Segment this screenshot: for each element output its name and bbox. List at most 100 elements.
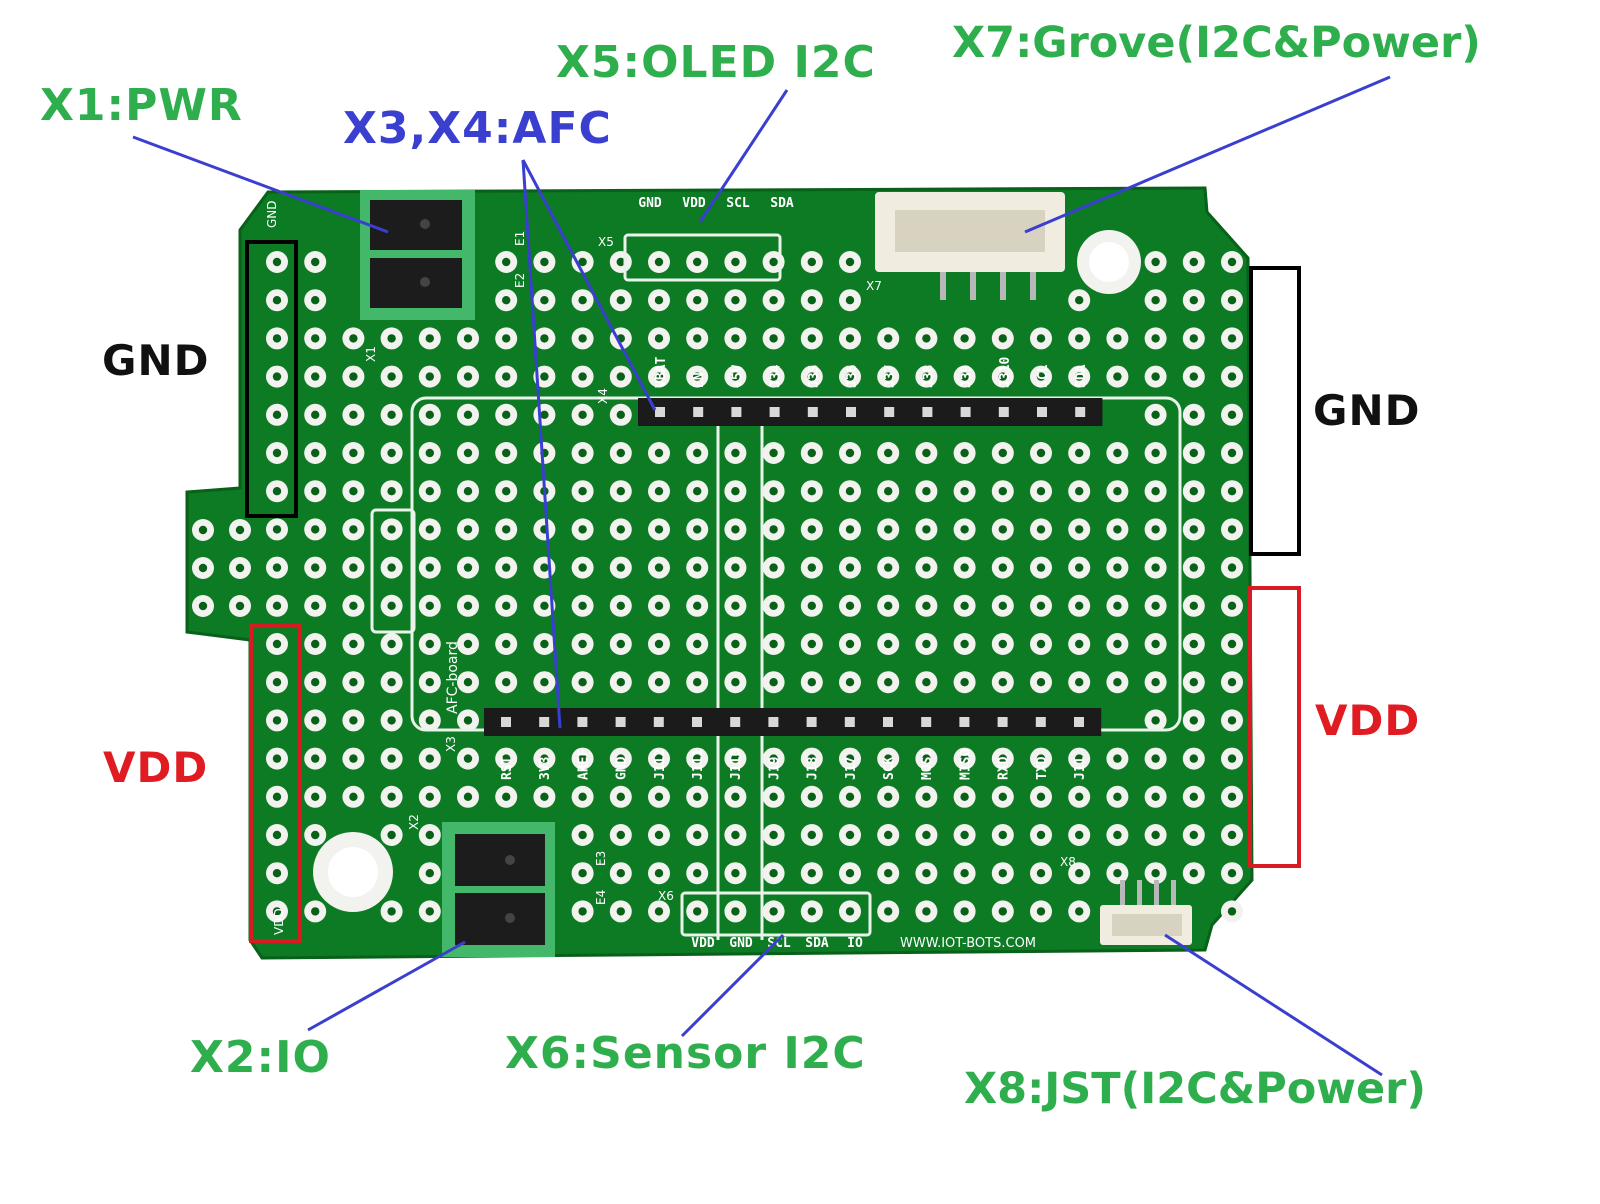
- header-pin: [806, 717, 817, 727]
- perf-pad-hole: [960, 639, 969, 649]
- perf-pad-hole: [1151, 525, 1160, 534]
- perf-pad-hole: [693, 334, 702, 343]
- ref-x4: X4: [596, 388, 610, 404]
- perf-pad-hole: [807, 334, 816, 343]
- x8-jst-connector: [1100, 880, 1192, 945]
- pin-label: SCL: [1036, 364, 1051, 388]
- perf-pad-hole: [922, 372, 931, 381]
- perf-pad-hole: [769, 372, 778, 381]
- perf-pad-hole: [1075, 678, 1084, 687]
- x7-grove-connector: [875, 192, 1065, 300]
- perf-pad-hole: [922, 830, 931, 840]
- perf-pad-hole: [540, 334, 549, 343]
- perf-pad-hole: [198, 525, 208, 535]
- perf-pad-hole: [425, 448, 434, 458]
- perf-pad-hole: [998, 754, 1007, 763]
- perf-pad-hole: [884, 639, 893, 649]
- pin-label: GND: [729, 936, 753, 951]
- ref-x6: X6: [658, 889, 674, 903]
- perf-pad-hole: [998, 830, 1007, 840]
- perf-pad-hole: [311, 907, 320, 916]
- perf-pad-hole: [272, 563, 282, 572]
- perf-pad-hole: [502, 372, 511, 381]
- perf-pad-hole: [845, 334, 855, 343]
- perf-pad-hole: [616, 487, 625, 496]
- pin-label: AREF: [576, 749, 591, 780]
- perf-pad-hole: [807, 869, 816, 878]
- perf-pad-hole: [387, 487, 396, 496]
- perf-pad-hole: [1075, 601, 1084, 610]
- perf-pad-hole: [960, 525, 969, 534]
- perf-pad-hole: [807, 830, 816, 840]
- perf-pad-hole: [502, 754, 511, 763]
- perf-pad-hole: [807, 792, 816, 801]
- perf-pad-hole: [807, 601, 816, 610]
- perf-pad-hole: [349, 334, 358, 343]
- perfboard-pad-grid: [192, 251, 1243, 923]
- perf-pad-hole: [387, 334, 396, 343]
- header-pin: [1074, 717, 1084, 727]
- gnd-box-left: [245, 240, 298, 518]
- leader-x1: [132, 135, 389, 234]
- perf-pad-hole: [425, 563, 434, 572]
- perf-pad-hole: [1036, 678, 1046, 687]
- perf-pad-hole: [425, 601, 434, 610]
- perf-pad-hole: [1036, 448, 1046, 458]
- perf-pad-hole: [425, 830, 434, 840]
- perf-pad-hole: [1227, 907, 1237, 916]
- perf-pad-hole: [1036, 792, 1046, 801]
- perf-pad-hole: [693, 257, 702, 267]
- perf-pad-hole: [425, 372, 434, 381]
- perf-pad-hole: [1075, 792, 1084, 801]
- perf-pad-hole: [1036, 334, 1046, 343]
- perf-pad-hole: [1113, 639, 1122, 649]
- perf-pad-hole: [578, 639, 587, 649]
- ref-x5: X5: [598, 235, 614, 249]
- header-pin: [997, 717, 1008, 727]
- perf-pad-hole: [425, 334, 434, 343]
- perf-pad-hole: [693, 448, 702, 458]
- perf-pad-hole: [654, 525, 664, 534]
- pin-label: SDA: [805, 936, 829, 951]
- perf-pad-hole: [807, 678, 816, 687]
- perf-pad-hole: [654, 257, 664, 267]
- perf-pad-hole: [425, 792, 434, 801]
- perf-pad-hole: [387, 601, 396, 610]
- header-pin: [539, 717, 550, 727]
- perf-pad-hole: [616, 639, 625, 649]
- pin-label: 3V3: [538, 757, 553, 780]
- perf-pad-hole: [463, 716, 473, 725]
- perf-pad-hole: [425, 410, 434, 419]
- perf-pad-hole: [463, 678, 473, 687]
- header-pin: [883, 717, 893, 727]
- perf-pad-hole: [922, 601, 931, 610]
- perf-pad-hole: [731, 372, 740, 381]
- perf-pad-hole: [1151, 716, 1160, 725]
- perf-pad-hole: [922, 754, 931, 763]
- perf-pad-hole: [387, 716, 396, 725]
- perf-pad-hole: [845, 792, 855, 801]
- header-pin: [615, 717, 626, 727]
- perf-pad-hole: [540, 754, 549, 763]
- perf-pad-hole: [884, 907, 893, 916]
- perf-pad-hole: [998, 334, 1007, 343]
- perf-pad-hole: [616, 830, 625, 840]
- perf-pad-hole: [387, 563, 396, 572]
- perf-pad-hole: [845, 372, 855, 381]
- pin-label: VBAT: [654, 357, 669, 388]
- perf-pad-hole: [1227, 448, 1237, 458]
- perf-pad-hole: [540, 792, 549, 801]
- perf-pad-hole: [616, 754, 625, 763]
- perf-pad-hole: [807, 525, 816, 534]
- perf-pad-hole: [1151, 678, 1160, 687]
- callout-x6-sensor-i2c: X6:Sensor I2C: [505, 1028, 866, 1079]
- perf-pad-hole: [654, 448, 664, 458]
- perf-pad-hole: [922, 792, 931, 801]
- perf-pad-hole: [1151, 601, 1160, 610]
- perf-pad-hole: [769, 296, 778, 305]
- perf-pad-hole: [731, 296, 740, 305]
- perf-pad-hole: [807, 907, 816, 916]
- perf-pad-hole: [1189, 601, 1199, 610]
